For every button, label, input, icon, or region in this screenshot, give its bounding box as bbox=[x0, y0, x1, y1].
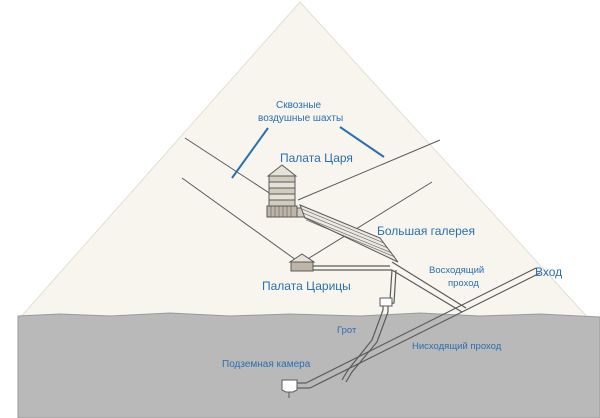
king-north-shaft bbox=[184, 137, 281, 201]
air-shaft-pointer-right bbox=[339, 126, 385, 158]
label-queens-chamber: Палата Царицы bbox=[262, 279, 351, 293]
kings-chamber-room bbox=[266, 205, 298, 218]
descending-passage-top bbox=[305, 267, 537, 384]
queen-south-shaft bbox=[305, 181, 433, 261]
relieving-chamber-1 bbox=[268, 199, 296, 207]
label-grand-gallery: Большая галерея bbox=[377, 224, 475, 238]
label-descending: Нисходящий проход bbox=[412, 341, 502, 352]
label-grotto: Грот bbox=[337, 325, 357, 336]
relieving-chamber-2 bbox=[268, 193, 296, 201]
relieving-chamber-3 bbox=[268, 187, 296, 195]
king-south-shaft bbox=[297, 139, 441, 201]
air-shafts-pointers bbox=[231, 126, 385, 179]
well-shaft-inner bbox=[345, 269, 397, 383]
relieving-chamber-5 bbox=[268, 175, 296, 183]
kings-chamber-structure bbox=[266, 164, 306, 218]
subterranean-chamber-room bbox=[281, 379, 298, 393]
label-air-shafts-2: воздушные шахты bbox=[258, 113, 343, 124]
grand-gallery bbox=[299, 204, 399, 263]
label-ascending-1: Восходящий bbox=[429, 265, 484, 276]
queen-north-shaft bbox=[181, 177, 297, 261]
air-shafts bbox=[181, 137, 441, 261]
grotto-shape bbox=[379, 297, 393, 307]
subterranean-chamber-structure bbox=[281, 379, 298, 398]
label-subterranean: Подземная камера bbox=[222, 359, 311, 370]
bedrock bbox=[17, 312, 600, 418]
queens-chamber-room bbox=[290, 261, 314, 272]
relieving-chamber-4 bbox=[268, 181, 296, 189]
ascending-passage-top bbox=[391, 261, 467, 309]
label-entrance: Вход bbox=[535, 265, 562, 279]
ascending-passage-bottom bbox=[391, 269, 463, 313]
air-shaft-pointer-left bbox=[231, 127, 269, 179]
label-ascending-2: проход bbox=[448, 278, 479, 289]
label-air-shafts-1: Сквозные bbox=[276, 100, 322, 111]
label-kings-chamber: Палата Царя bbox=[280, 151, 353, 165]
